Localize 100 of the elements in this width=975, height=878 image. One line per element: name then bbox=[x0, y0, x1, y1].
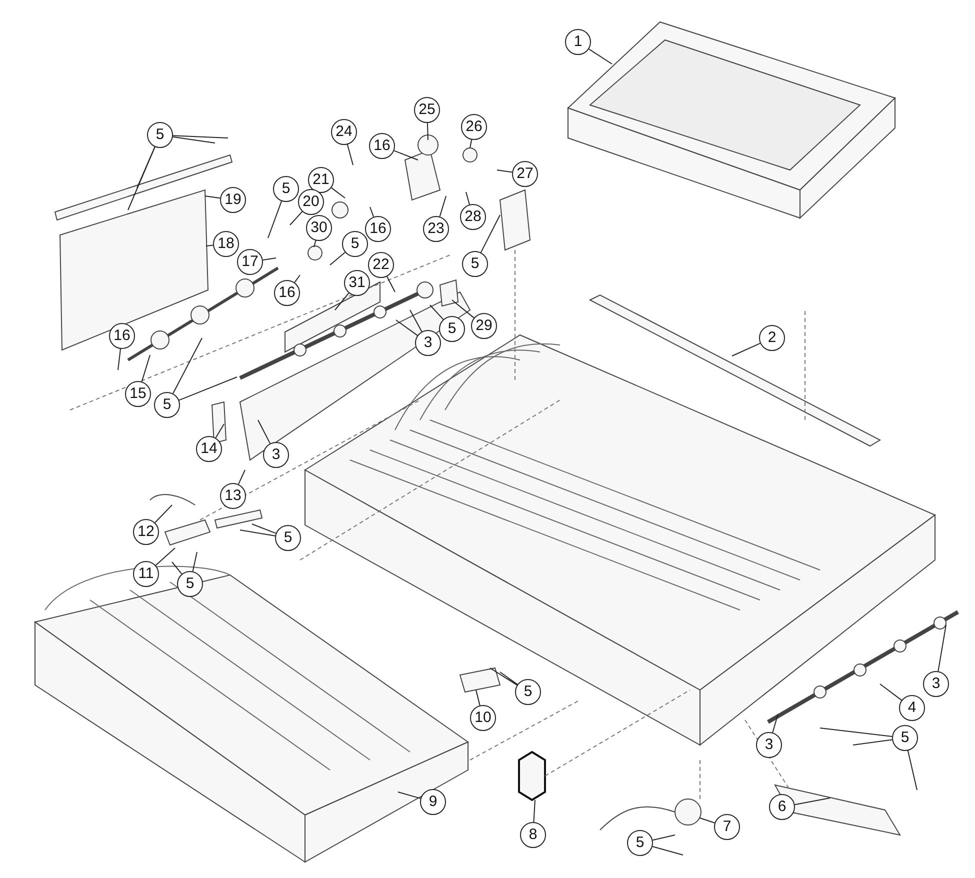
leader-line bbox=[430, 304, 444, 320]
leader-line bbox=[172, 338, 202, 394]
leader-line bbox=[394, 150, 418, 160]
callout-number: 12 bbox=[133, 519, 159, 545]
leader-line bbox=[490, 668, 518, 686]
leader-line bbox=[206, 244, 214, 246]
leader-line bbox=[907, 750, 918, 790]
leader-line bbox=[496, 170, 513, 173]
leader-line bbox=[588, 48, 612, 64]
callout-number: 5 bbox=[627, 830, 653, 856]
leader-line bbox=[294, 274, 300, 283]
leader-line bbox=[398, 792, 421, 799]
callout-number: 3 bbox=[263, 442, 289, 468]
leader-line bbox=[178, 376, 238, 401]
callout-number: 5 bbox=[462, 251, 488, 277]
leader-line bbox=[314, 240, 316, 248]
callout-number: 10 bbox=[470, 705, 496, 731]
callout-number: 5 bbox=[177, 571, 203, 597]
callout-number: 14 bbox=[196, 436, 222, 462]
callout-number: 2 bbox=[759, 325, 785, 351]
callout-number: 4 bbox=[899, 695, 925, 721]
callout-number: 18 bbox=[213, 231, 239, 257]
callout-number: 28 bbox=[460, 204, 486, 230]
leader-line bbox=[258, 420, 271, 444]
leader-line bbox=[215, 424, 224, 438]
callout-number: 7 bbox=[714, 814, 740, 840]
leader-line bbox=[141, 354, 150, 382]
leader-line bbox=[500, 672, 518, 685]
callout-number: 3 bbox=[415, 330, 441, 356]
leader-line bbox=[410, 310, 422, 332]
leader-line bbox=[880, 684, 902, 701]
callout-number: 16 bbox=[369, 133, 395, 159]
callout-number: 29 bbox=[471, 313, 497, 339]
leader-line bbox=[118, 348, 121, 370]
callout-number: 5 bbox=[147, 122, 173, 148]
leader-line bbox=[268, 200, 282, 238]
leader-line bbox=[334, 292, 350, 310]
leader-line bbox=[820, 728, 893, 737]
leader-line bbox=[346, 144, 354, 166]
leader-line bbox=[238, 470, 246, 485]
callout-number: 17 bbox=[237, 249, 263, 275]
leader-line bbox=[136, 146, 156, 188]
callout-number: 16 bbox=[274, 280, 300, 306]
callout-number: 16 bbox=[365, 216, 391, 242]
callout-number: 5 bbox=[154, 392, 180, 418]
callout-number: 26 bbox=[461, 114, 487, 140]
callout-number: 3 bbox=[923, 671, 949, 697]
leader-line bbox=[204, 196, 221, 199]
callout-number: 22 bbox=[368, 252, 394, 278]
leader-line bbox=[852, 739, 893, 746]
callout-number: 6 bbox=[769, 794, 795, 820]
callout-number: 5 bbox=[515, 679, 541, 705]
callout-number: 19 bbox=[220, 187, 246, 213]
leader-line bbox=[426, 122, 428, 140]
leader-line bbox=[172, 562, 182, 574]
leader-line bbox=[154, 504, 172, 524]
leader-line bbox=[700, 818, 716, 824]
leader-line bbox=[480, 214, 500, 253]
callout-number: 3 bbox=[756, 732, 782, 758]
callout-number: 21 bbox=[308, 167, 334, 193]
callout-number: 16 bbox=[109, 323, 135, 349]
leader-line bbox=[172, 136, 216, 144]
leader-line bbox=[652, 846, 684, 856]
callout-number: 5 bbox=[892, 725, 918, 751]
leader-line bbox=[192, 552, 198, 572]
callout-number: 25 bbox=[414, 97, 440, 123]
leader-line bbox=[330, 252, 346, 266]
leader-line bbox=[938, 624, 946, 672]
leader-line bbox=[470, 139, 472, 148]
callout-number: 5 bbox=[273, 176, 299, 202]
callout-number: 31 bbox=[344, 270, 370, 296]
leader-line bbox=[386, 276, 396, 292]
leader-line bbox=[732, 342, 761, 356]
callout-number: 30 bbox=[306, 215, 332, 241]
callout-number: 24 bbox=[331, 119, 357, 145]
leader-line bbox=[240, 530, 276, 536]
leader-line bbox=[262, 258, 276, 261]
leader-line bbox=[652, 834, 676, 841]
callout-number: 15 bbox=[125, 381, 151, 407]
callout-number: 27 bbox=[512, 161, 538, 187]
callout-number: 9 bbox=[420, 789, 446, 815]
callout-number: 5 bbox=[275, 525, 301, 551]
leader-line bbox=[396, 320, 418, 336]
callout-number: 5 bbox=[342, 231, 368, 257]
callout-number: 5 bbox=[439, 316, 465, 342]
leader-line bbox=[370, 206, 374, 218]
leader-line bbox=[172, 135, 228, 138]
leader-line bbox=[439, 196, 446, 218]
leader-line bbox=[794, 798, 830, 806]
callout-number: 23 bbox=[423, 216, 449, 242]
callout-number: 1 bbox=[565, 29, 591, 55]
callout-number: 20 bbox=[298, 189, 324, 215]
leader-line bbox=[252, 524, 276, 534]
callout-number: 8 bbox=[520, 822, 546, 848]
leader-line bbox=[533, 800, 536, 823]
callout-number: 11 bbox=[133, 561, 159, 587]
leader-line bbox=[466, 192, 470, 205]
leader-line bbox=[476, 690, 480, 706]
leader-line bbox=[155, 548, 176, 566]
leader-line bbox=[330, 187, 346, 198]
